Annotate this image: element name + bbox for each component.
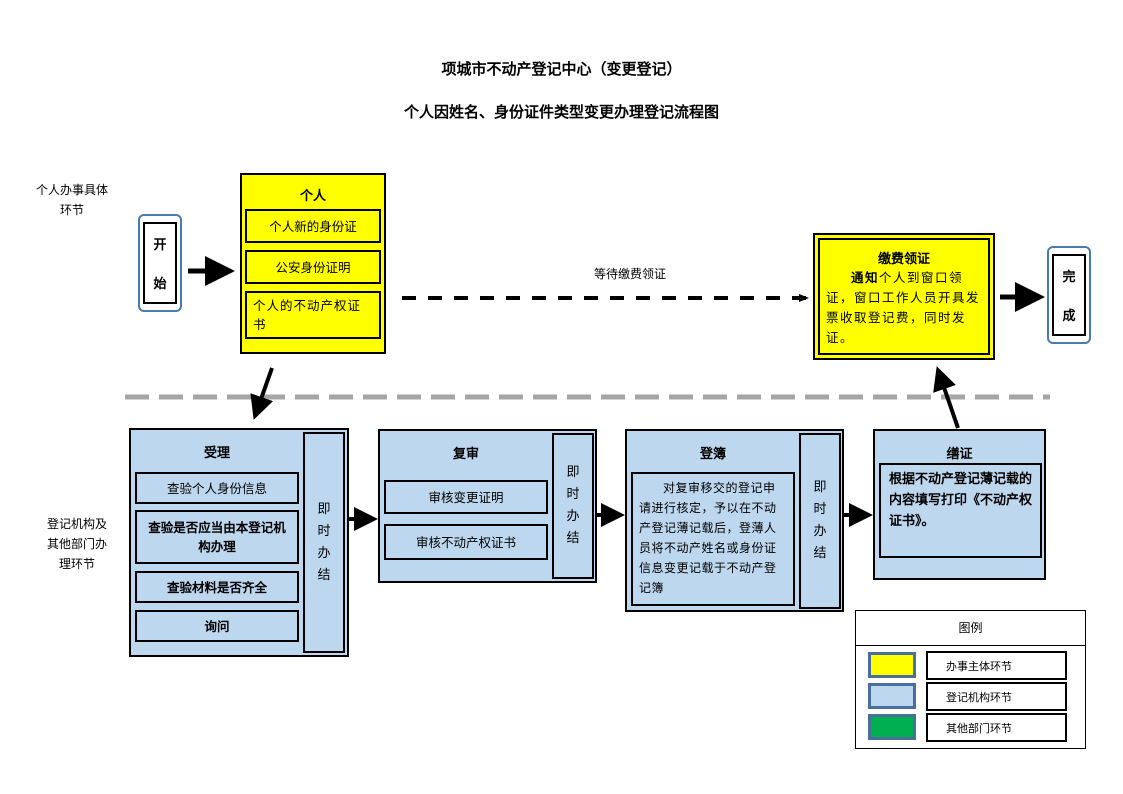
individual-item: 个人新的身份证 xyxy=(245,209,381,243)
arrow-individual-to-accept xyxy=(250,367,274,420)
review-title: 复审 xyxy=(452,447,479,462)
payment-box: 缴费领证 通知个人到窗口领证，窗口工作人员开具发票收取登记费，同时发证。 xyxy=(813,233,995,360)
register-title: 登簿 xyxy=(699,447,726,462)
start-char-2: 始 xyxy=(153,277,167,292)
individual-title: 个人 xyxy=(299,189,326,204)
register-box: 登簿 对复审移交的登记申请进行核定，予以在不动产登记薄记载后，登薄人员将不动产姓… xyxy=(625,429,844,612)
review-box: 复审 审核变更证明 审核不动产权证书 即 时 办 结 xyxy=(378,429,597,583)
finish-char-2: 成 xyxy=(1062,309,1076,324)
side-char: 办 xyxy=(566,509,580,524)
lane-label-agency: 登记机构及其他部门办理环节 xyxy=(46,517,107,571)
side-char: 即 xyxy=(813,480,827,495)
side-char: 办 xyxy=(813,524,827,539)
side-char: 结 xyxy=(813,546,827,561)
side-char: 办 xyxy=(317,545,331,561)
accept-item: 查验材料是否齐全 xyxy=(135,571,299,603)
payment-text: 通知个人到窗口领证，窗口工作人员开具发票收取登记费，同时发证。 xyxy=(826,268,984,348)
side-char: 时 xyxy=(566,487,580,502)
finish-char-1: 完 xyxy=(1062,270,1076,285)
start-terminal: 开 始 xyxy=(138,214,182,312)
accept-item: 查验是否应当由本登记机构办理 xyxy=(135,510,299,564)
arrow-certify-to-payment xyxy=(933,366,960,429)
legend-label: 其他部门环节 xyxy=(926,713,1067,742)
certify-title: 缮证 xyxy=(946,447,973,462)
legend-swatch-green xyxy=(868,714,916,740)
legend-swatch-yellow xyxy=(868,652,916,678)
side-char: 时 xyxy=(813,502,827,517)
start-node: 开 始 xyxy=(143,222,177,304)
lane-label-individual: 个人办事具体环节 xyxy=(35,183,108,217)
finish-terminal: 完 成 xyxy=(1047,246,1091,344)
side-char: 时 xyxy=(317,523,331,539)
legend-swatch-blue xyxy=(868,683,916,709)
start-char-1: 开 xyxy=(153,238,167,253)
payment-lead: 通知 xyxy=(851,270,880,285)
legend-title: 图例 xyxy=(856,611,1085,646)
individual-box: 个人 个人新的身份证 公安身份证明 个人的不动产权证书 xyxy=(240,173,386,354)
individual-item: 个人的不动产权证书 xyxy=(245,291,381,339)
accept-item: 查验个人身份信息 xyxy=(135,472,299,504)
register-text: 对复审移交的登记申请进行核定，予以在不动产登记薄记载后，登薄人员将不动产姓名或身… xyxy=(631,472,795,606)
finish-node: 完 成 xyxy=(1052,254,1086,336)
payment-inner: 缴费领证 通知个人到窗口领证，窗口工作人员开具发票收取登记费，同时发证。 xyxy=(818,238,990,355)
diagram-subtitle: 个人因姓名、身份证件类型变更办理登记流程图 xyxy=(403,103,719,121)
legend: 图例 办事主体环节 登记机构环节 其他部门环节 xyxy=(855,610,1086,749)
review-item: 审核不动产权证书 xyxy=(384,524,548,560)
diagram-title: 项城市不动产登记中心（变更登记） xyxy=(441,60,682,78)
legend-label: 登记机构环节 xyxy=(926,682,1067,711)
wait-label: 等待缴费领证 xyxy=(593,267,666,281)
accept-immediate: 即 时 办 结 xyxy=(303,432,345,653)
side-char: 结 xyxy=(317,567,331,583)
side-char: 结 xyxy=(566,531,580,546)
side-char: 即 xyxy=(566,465,580,480)
payment-title: 缴费领证 xyxy=(877,252,930,267)
accept-item: 询问 xyxy=(135,610,299,642)
certify-text: 根据不动产登记薄记载的内容填写打印《不动产权证书》。 xyxy=(879,463,1042,558)
accept-box: 受理 查验个人身份信息 查验是否应当由本登记机构办理 查验材料是否齐全 询问 即… xyxy=(129,428,349,657)
review-item: 审核变更证明 xyxy=(384,480,548,514)
side-char: 即 xyxy=(317,501,331,517)
individual-item: 公安身份证明 xyxy=(245,250,381,284)
accept-title: 受理 xyxy=(203,446,230,461)
legend-label: 办事主体环节 xyxy=(926,651,1067,680)
register-immediate: 即 时 办 结 xyxy=(799,433,841,609)
review-immediate: 即 时 办 结 xyxy=(552,433,594,579)
certify-box: 缮证 根据不动产登记薄记载的内容填写打印《不动产权证书》。 xyxy=(873,429,1046,580)
payment-body: 个人到窗口领证，窗口工作人员开具发票收取登记费，同时发证。 xyxy=(826,270,981,345)
